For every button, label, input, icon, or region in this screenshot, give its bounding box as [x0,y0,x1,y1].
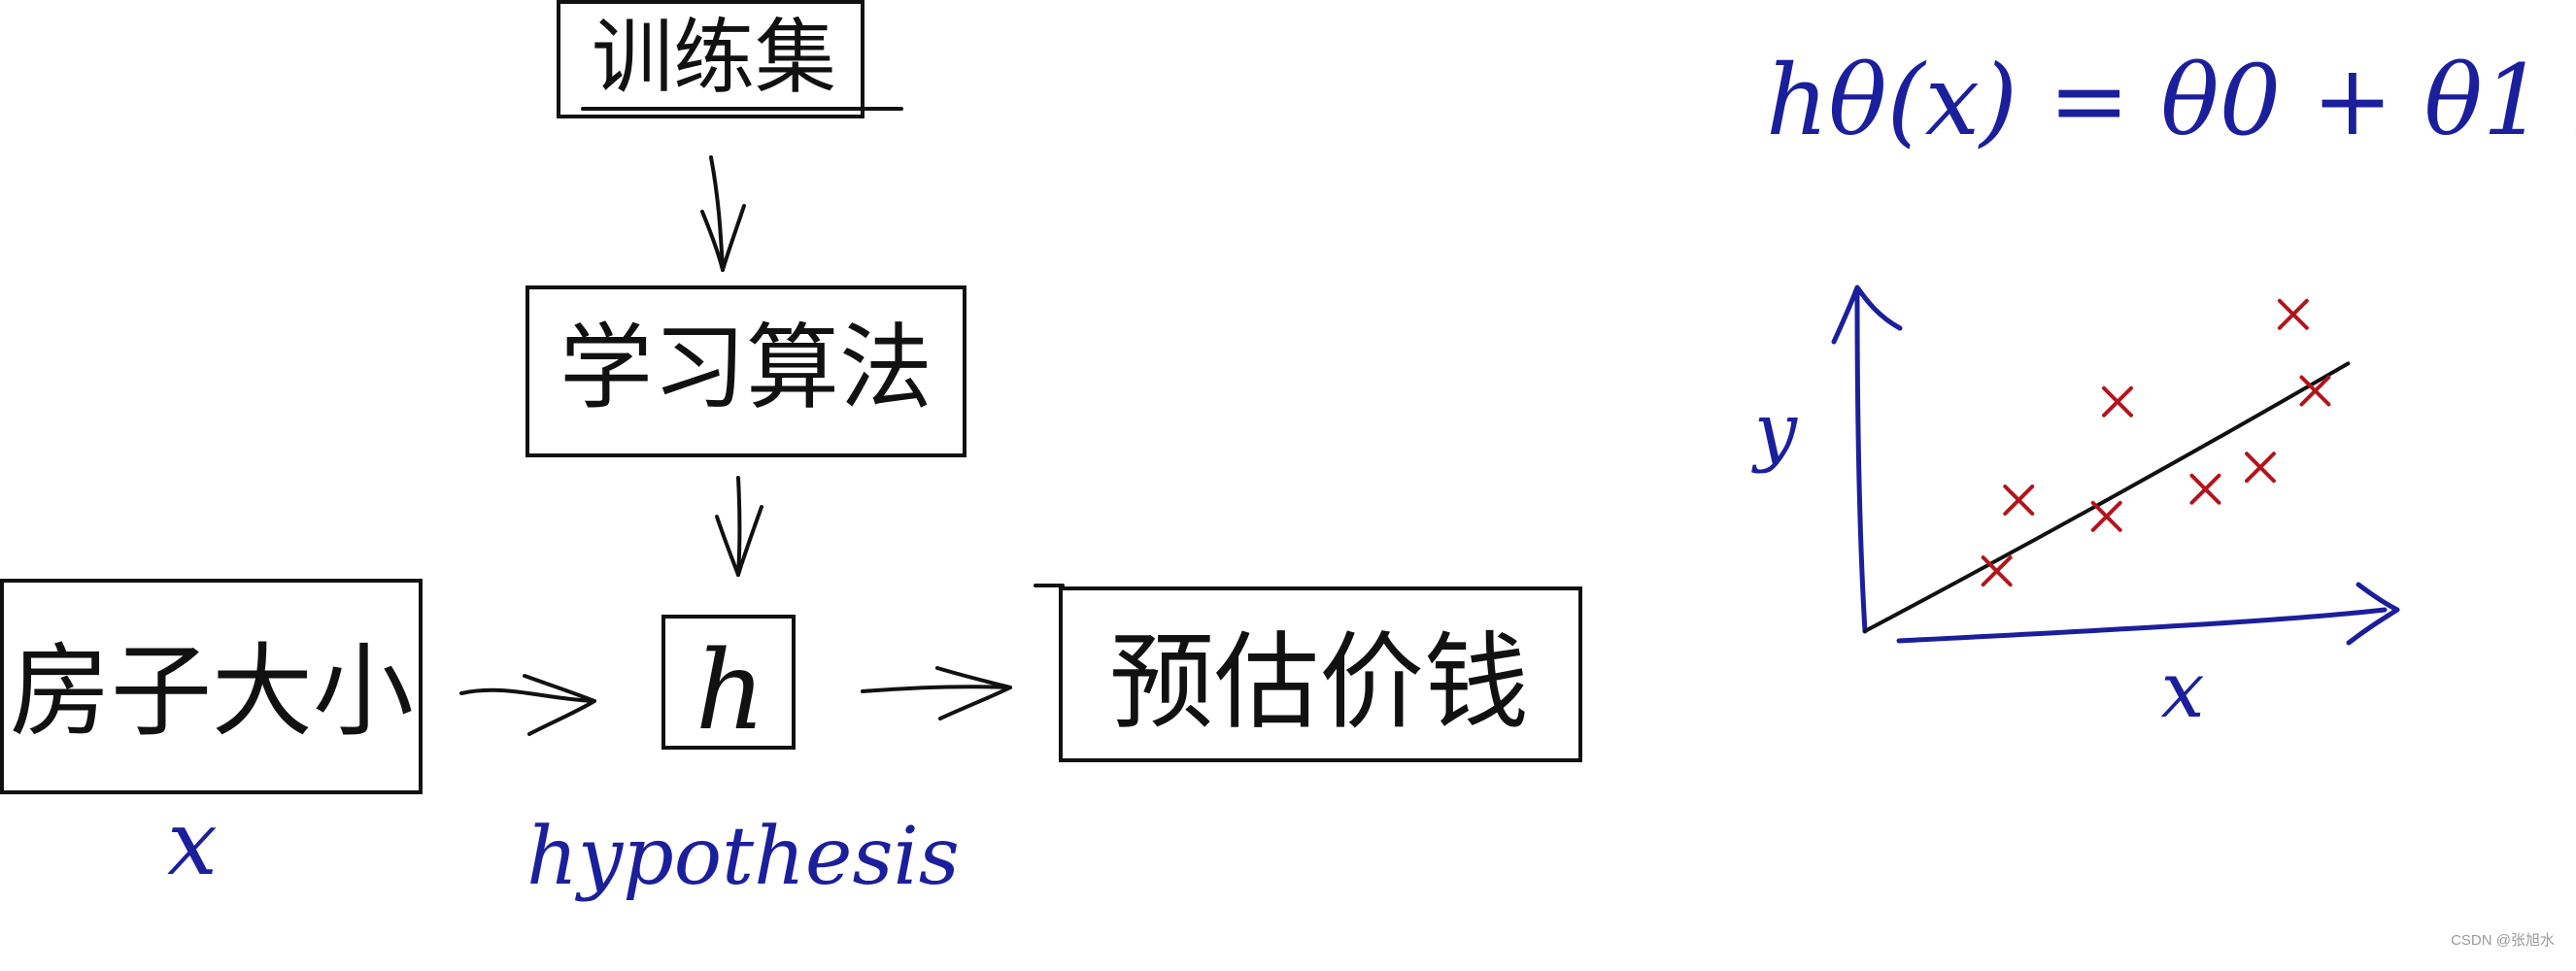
x-axis [1896,582,2400,646]
house-size-box [0,579,423,794]
scatter-chart: y x [1751,285,2400,735]
y-axis-label: y [1751,387,1798,475]
hypothesis-box [661,615,796,750]
x-axis-label: x [2160,645,2204,735]
training-set-label: 训练集 [592,10,836,105]
house-size-label: 房子大小 [10,632,414,751]
data-point [1981,555,2013,587]
learning-algorithm-box [525,285,966,457]
fit-line [1863,361,2351,633]
data-point [2299,375,2331,407]
data-point [2189,473,2221,505]
hypothesis-label: hypothesis [526,811,960,903]
data-point [2003,485,2035,516]
arrow-training-to-algorithm [700,155,746,272]
hypothesis-formula: hθ(x) = θ0 + θ1 x [1766,44,2576,157]
learning-algorithm-node: 学习算法 [525,285,966,457]
predicted-price-node: 预估价钱 [1034,584,1582,762]
hypothesis-node: h hypothesis [526,615,960,903]
predicted-price-label: 预估价钱 [1109,622,1529,744]
hypothesis-symbol: h [695,628,765,754]
arrow-hypothesis-to-price [861,666,1012,720]
data-point [2277,298,2309,330]
y-axis [1831,285,1903,634]
arrow-size-to-hypothesis [459,674,596,736]
training-set-box [557,0,864,118]
learning-algorithm-label: 学习算法 [559,314,932,422]
arrow-algorithm-to-hypothesis [715,476,763,577]
predicted-price-box [1059,586,1582,762]
data-point [2244,452,2276,484]
watermark: CSDN @张旭水 [2451,932,2555,949]
house-size-node: 房子大小 x [0,579,423,895]
data-point [2090,500,2122,532]
training-set-node: 训练集 [557,0,903,118]
data-point [2102,385,2133,418]
house-size-variable: x [167,791,218,895]
